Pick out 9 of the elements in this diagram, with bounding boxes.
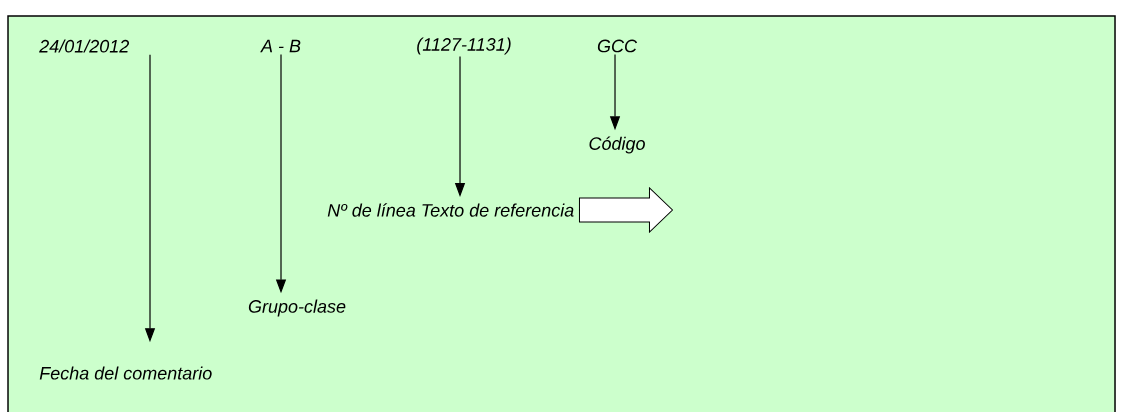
label-text: Fecha del comentario <box>39 366 212 380</box>
block-arrow <box>578 187 673 233</box>
label-text: (1127-1131) <box>417 37 511 55</box>
label-text: 24/01/2012 <box>39 39 129 53</box>
label-text: Grupo-clase <box>248 299 346 317</box>
label-text: Nº de línea Texto de referencia <box>327 203 574 217</box>
label-text: Código <box>589 136 645 154</box>
label-text: GCC <box>597 39 638 53</box>
label-text: A - B <box>260 39 301 53</box>
